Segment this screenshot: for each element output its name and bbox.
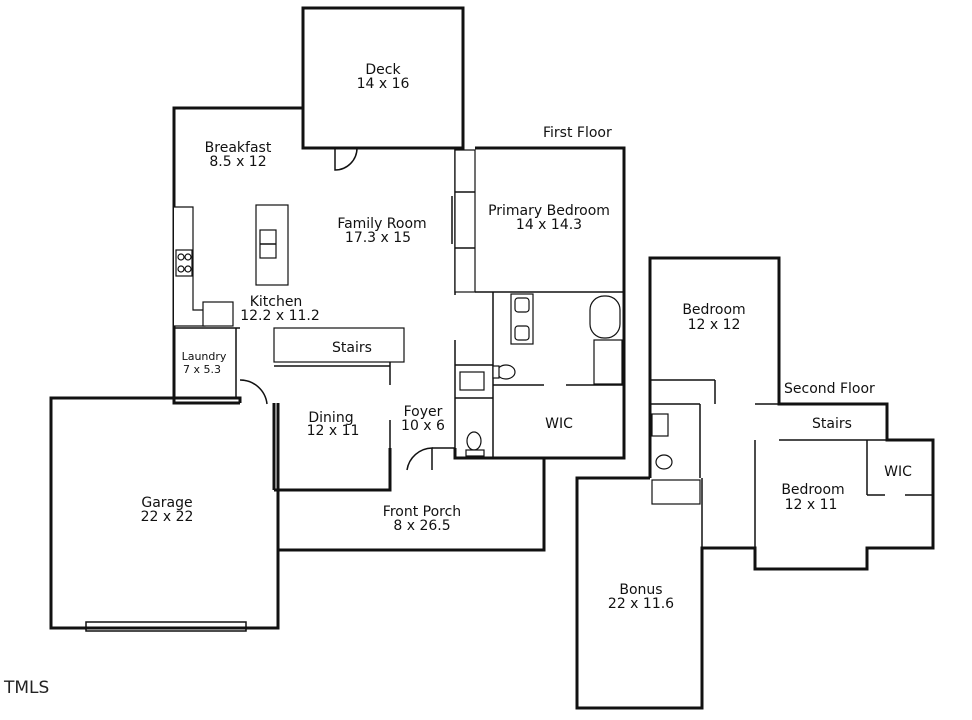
foyer-dims: 10 x 6 [401, 418, 445, 434]
second-floor [575, 256, 935, 710]
toilet-tank [465, 449, 485, 457]
stove-burner-icon [184, 253, 192, 261]
porch-name: Front Porch [383, 504, 461, 520]
bonus-dims: 22 x 11.6 [608, 596, 674, 612]
sink-icon [514, 325, 530, 341]
family-name: Family Room [337, 216, 426, 232]
sink-icon [651, 413, 669, 437]
sink-icon [514, 297, 530, 313]
laundry-name: Laundry [182, 350, 227, 363]
breakfast-dims: 8.5 x 12 [209, 154, 266, 170]
first-floor-label: First Floor [543, 125, 612, 141]
dining-name: Dining [308, 410, 353, 426]
stove-burner-icon [177, 253, 185, 261]
wic-2-name: WIC [884, 464, 912, 480]
deck-door [334, 147, 358, 171]
primary-outer-wall [453, 146, 626, 460]
stairs-1 [273, 327, 405, 363]
toilet-tank [492, 365, 500, 379]
second-floor-outline [575, 256, 935, 710]
toilet-icon [466, 431, 482, 451]
porch-dims: 8 x 26.5 [393, 518, 450, 534]
half-bath-sink-icon [459, 371, 485, 391]
dining-dims: 12 x 11 [307, 423, 360, 439]
refrigerator [202, 301, 234, 327]
stove-burner-icon [184, 265, 192, 273]
bedroom-2-name: Bedroom [682, 302, 745, 318]
primary-name: Primary Bedroom [488, 203, 610, 219]
deck-outline [301, 6, 465, 150]
kitchen-name: Kitchen [250, 294, 303, 310]
front-door [406, 447, 433, 471]
deck-name: Deck [365, 62, 401, 78]
deck-dims: 14 x 16 [357, 76, 410, 92]
toilet-icon [655, 454, 673, 470]
bedroom-3-name: Bedroom [781, 482, 844, 498]
first-floor [49, 6, 626, 632]
garage-dims: 22 x 22 [141, 509, 194, 525]
breakfast-name: Breakfast [205, 140, 272, 156]
garage-name: Garage [141, 495, 192, 511]
labels: First Floor Second Floor Deck 14 x 16 Br… [3, 62, 912, 698]
garage-door [85, 621, 247, 632]
closet-west [454, 149, 476, 293]
bathtub-icon [589, 295, 621, 339]
bedroom-3-dims: 12 x 11 [785, 497, 838, 513]
garage-outline [49, 396, 280, 630]
porch-outline [276, 458, 546, 552]
bathtub-icon [651, 479, 701, 505]
primary-dims: 14 x 14.3 [516, 217, 582, 233]
garage-door-swing [239, 379, 268, 405]
stove-burner-icon [177, 265, 185, 273]
kitchen-dims: 12.2 x 11.2 [240, 308, 320, 324]
dining-south-wall [274, 448, 392, 492]
second-floor-label: Second Floor [784, 381, 875, 397]
tmls-logo: TMLS [3, 678, 49, 698]
bonus-name: Bonus [619, 582, 662, 598]
toilet-icon [496, 364, 516, 380]
stairs-1-name: Stairs [332, 340, 372, 356]
foyer-name: Foyer [404, 404, 443, 420]
stairs-2-name: Stairs [812, 416, 852, 432]
laundry-dims: 7 x 5.3 [183, 363, 221, 376]
bedroom-2-dims: 12 x 12 [688, 317, 741, 333]
family-dims: 17.3 x 15 [345, 230, 411, 246]
wic-1-name: WIC [545, 416, 573, 432]
shower [593, 339, 623, 385]
